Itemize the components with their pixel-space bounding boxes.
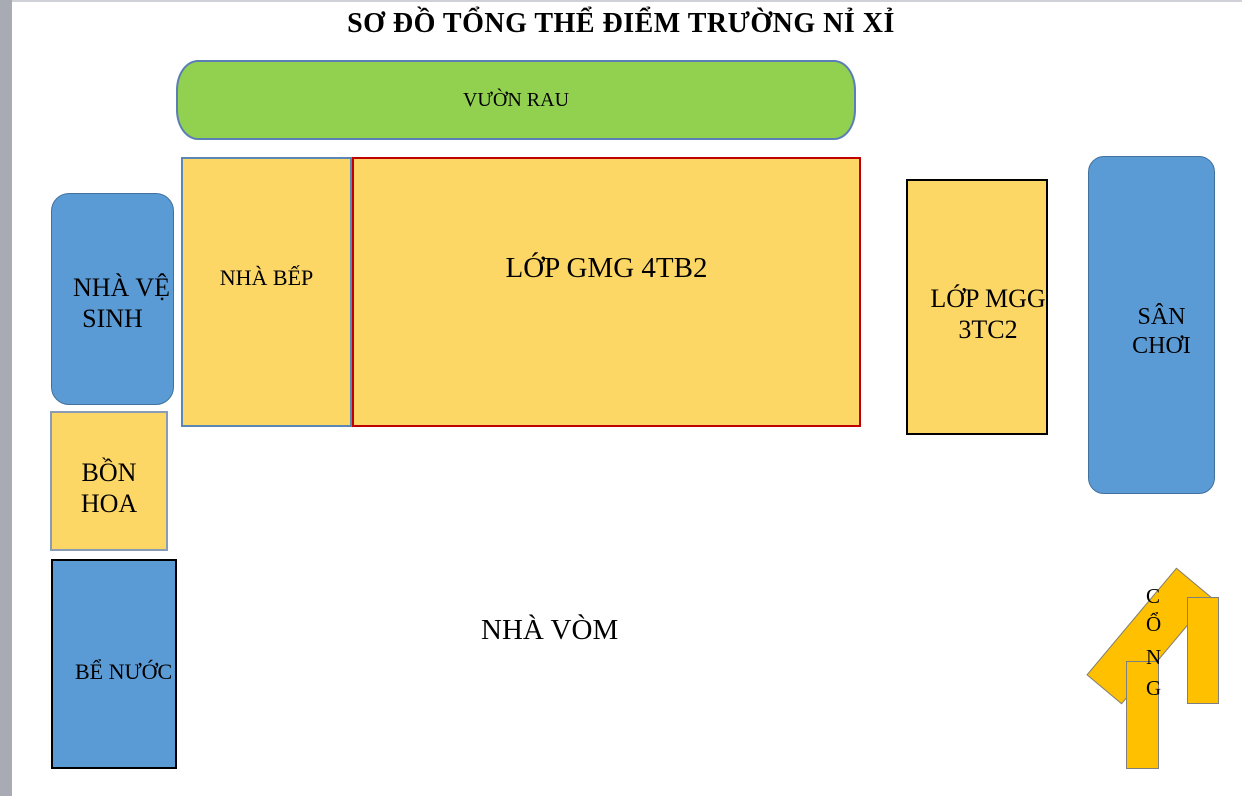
classroom-mgg: LỚP MGG 3TC2 — [906, 179, 1048, 435]
water-tank-label: BỂ NƯỚC — [75, 659, 173, 684]
playground-label-line1: SÂN — [1137, 304, 1186, 330]
water-tank: BỂ NƯỚC — [51, 559, 177, 769]
left-edge-bar — [0, 0, 12, 796]
kitchen-area: NHÀ BẾP — [181, 157, 352, 427]
dome-house-label: NHÀ VÒM — [481, 614, 619, 646]
playground-area: SÂN CHƠI — [1088, 156, 1215, 494]
toilet-label-line1: NHÀ VỆ — [72, 273, 171, 302]
flower-bed-label-line1: BỒN — [81, 458, 137, 487]
gate-letter-4: G — [1146, 676, 1162, 700]
classroom-mgg-label-line2: 3TC2 — [958, 315, 1018, 345]
flower-bed-label-line2: HOA — [80, 489, 138, 519]
diagram-title: SƠ ĐỒ TỔNG THỂ ĐIỂM TRƯỜNG NỈ XỈ — [347, 8, 895, 39]
vegetable-garden-label: VƯỜN RAU — [462, 89, 570, 111]
top-edge-line — [12, 0, 1242, 2]
gate-right-post — [1187, 597, 1219, 704]
classroom-gmg: LỚP GMG 4TB2 — [352, 157, 861, 427]
gate-left-post — [1126, 661, 1159, 769]
toilet-area: NHÀ VỆ SINH — [51, 193, 174, 405]
gate-letter-3: N — [1146, 645, 1162, 669]
vegetable-garden: VƯỜN RAU — [176, 60, 856, 140]
gate-letter-1: C — [1146, 584, 1161, 608]
classroom-mgg-label-line1: LỚP MGG — [930, 284, 1046, 313]
classroom-gmg-label: LỚP GMG 4TB2 — [505, 252, 708, 284]
playground-label-line2: CHƠI — [1132, 332, 1191, 359]
kitchen-label: NHÀ BẾP — [219, 265, 314, 290]
flower-bed: BỒN HOA — [50, 411, 168, 551]
gate-letter-2: Ổ — [1146, 612, 1162, 636]
toilet-label-line2: SINH — [82, 304, 143, 334]
